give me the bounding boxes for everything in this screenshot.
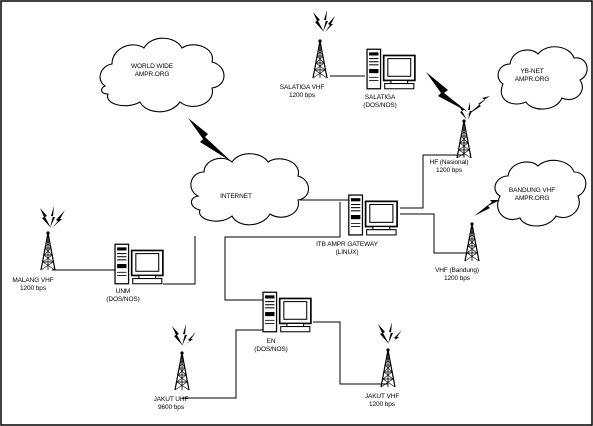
signal-hf: [458, 102, 472, 120]
label-line: JAKUT UHF: [153, 396, 189, 403]
label-line: 9600 bps: [158, 404, 184, 411]
tower-salatiga-vhf: [312, 38, 328, 79]
label-world-wide-cloud: WORLD WIDE AMPR.ORG: [131, 63, 173, 79]
cloud-bandung: [494, 159, 587, 227]
signal-malang-vhf: [40, 206, 65, 228]
cloud-yb-net: [497, 46, 588, 110]
label-line: UNM: [115, 288, 131, 295]
cloud-internet: [190, 153, 310, 226]
tower-jakut-vhf: [380, 347, 396, 388]
radio-signals: [40, 10, 472, 346]
lightning-salatiga-hf: [426, 72, 468, 112]
label-line: ITB AMPR GATEWAY: [316, 241, 378, 248]
label-line: (DOS/NOS): [254, 346, 288, 353]
label-line: JAKUT VHF: [364, 393, 400, 400]
label-jakut-vhf: JAKUT VHF 1200 bps: [365, 393, 399, 409]
label-vhf-bandung: VHF (Bandung) 1200 bps: [435, 267, 479, 283]
link-en-jakut-vhf: [313, 321, 388, 385]
computer-salatiga: [366, 48, 416, 90]
label-line: BANDUNG VHF: [508, 187, 556, 194]
label-salatiga-computer: SALATIGA (DOS/NOS): [363, 94, 397, 110]
label-line: MALANG VHF: [12, 277, 54, 284]
label-internet-cloud: INTERNET: [220, 193, 252, 201]
label-bandung-cloud: BANDUNG VHF AMPR.ORG: [509, 187, 555, 203]
label-line: 1200 bps: [289, 92, 315, 99]
label-hf-nasional: HF (Nasional) 1200 bps: [430, 159, 469, 175]
label-line: 1200 bps: [20, 285, 46, 292]
label-line: 1200 bps: [436, 167, 462, 174]
link-itb-en: [224, 202, 341, 301]
label-en-computer: EN (DOS/NOS): [254, 338, 288, 354]
link-en-jakut-uhf: [182, 329, 268, 399]
tower-hf-nasional: [456, 118, 472, 158]
computer-itb-gateway: [347, 194, 398, 236]
tower-jakut-uhf: [174, 350, 190, 391]
label-malang-vhf: MALANG VHF 1200 bps: [12, 277, 53, 293]
label-line: VHF (Bandung): [435, 267, 479, 274]
signal-salatiga-vhf: [313, 10, 335, 32]
label-unm-computer: UNM (DOS/NOS): [106, 288, 140, 304]
cloud-world-wide: [99, 37, 225, 113]
label-line: INTERNET: [220, 193, 252, 200]
tower-vhf-bandung: [464, 221, 480, 262]
link-malang-unm: [52, 246, 119, 271]
lightning-world-internet: [188, 118, 232, 162]
label-line: (DOS/NOS): [363, 102, 397, 109]
label-line: 1200 bps: [369, 401, 395, 408]
link-itb-bandung-vhf: [400, 213, 470, 254]
label-line: SALATIGA VHF: [279, 84, 325, 91]
label-line: AMPR.ORG: [134, 71, 170, 78]
label-line: 1200 bps: [444, 275, 470, 282]
label-salatiga-vhf: SALATIGA VHF 1200 bps: [280, 84, 325, 100]
signal-jakut-uhf: [172, 324, 196, 346]
computer-unm: [114, 243, 164, 285]
label-itb-gateway: ITB AMPR GATEWAY (LINUX): [316, 241, 378, 257]
signal-jakut-vhf: [378, 322, 402, 344]
label-yb-net-cloud: YB-NET AMPR.ORG: [515, 68, 550, 84]
lightning-bandung-vhf: [474, 200, 500, 216]
tower-malang-vhf: [40, 230, 56, 271]
label-line: (LINUX): [335, 249, 359, 256]
label-line: EN: [266, 338, 276, 345]
label-line: SALATIGA: [364, 94, 396, 101]
link-unm-internet: [163, 236, 196, 285]
computer-en: [262, 291, 312, 333]
label-line: WORLD WIDE: [131, 63, 173, 70]
label-line: HF (Nasional): [429, 159, 469, 166]
label-line: AMPR.ORG: [514, 76, 550, 83]
label-line: YB-NET: [520, 68, 544, 75]
label-jakut-uhf: JAKUT UHF 9600 bps: [154, 396, 189, 412]
label-line: (DOS/NOS): [106, 296, 140, 303]
label-line: AMPR.ORG: [514, 195, 550, 202]
